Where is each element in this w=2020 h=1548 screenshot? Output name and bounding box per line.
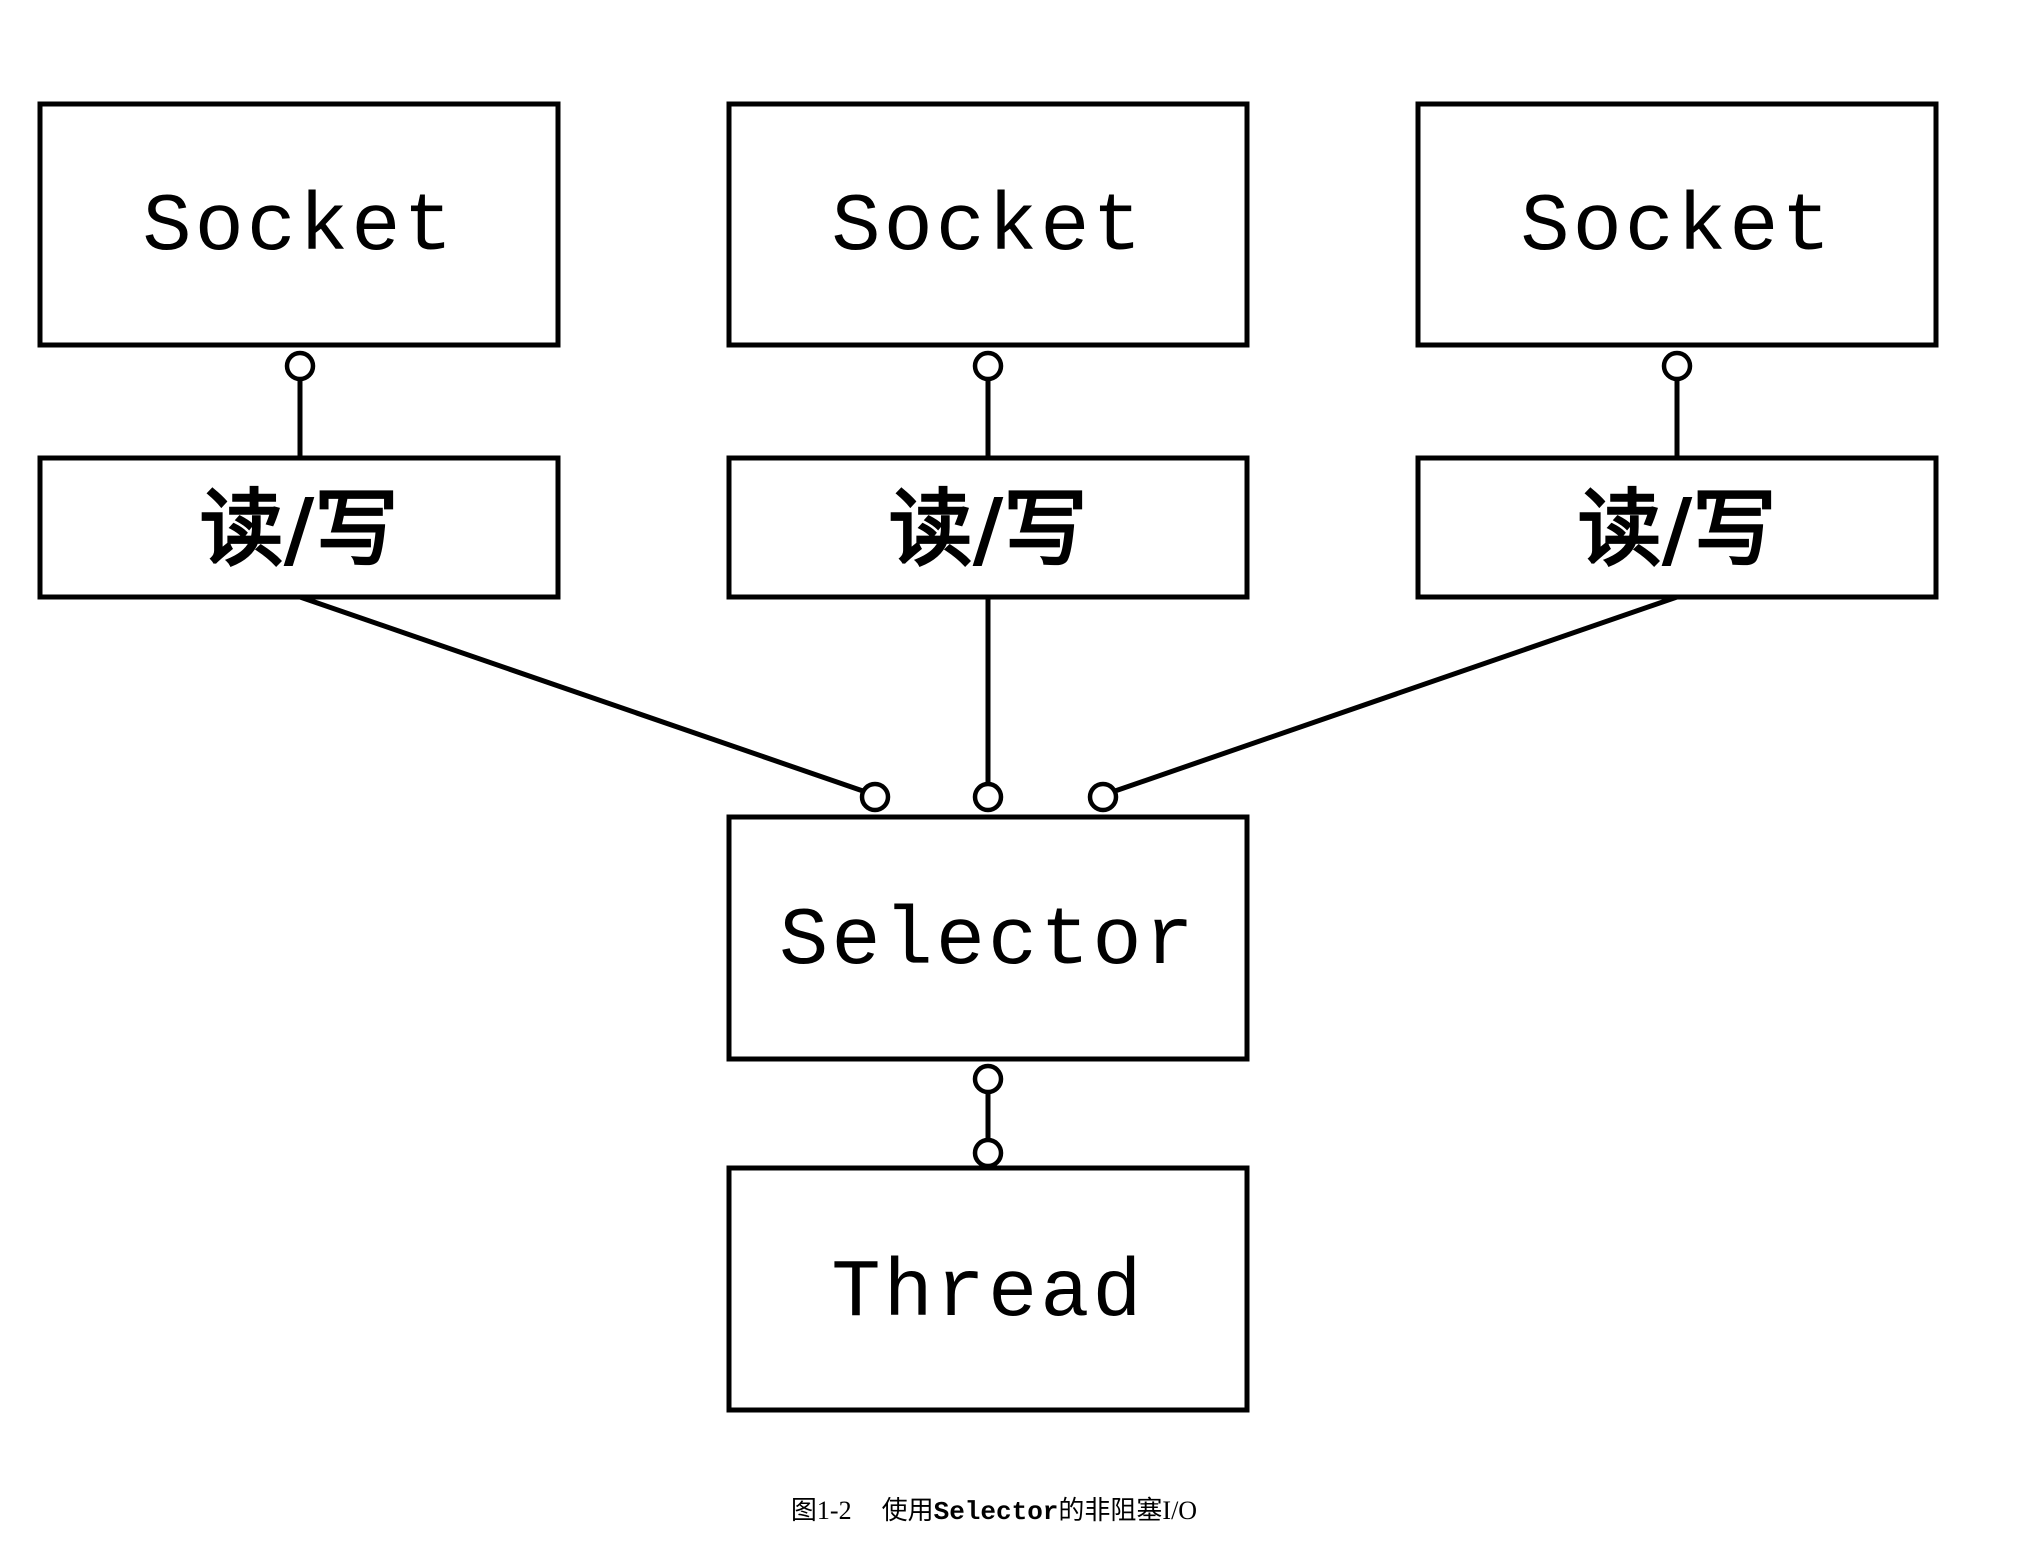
socket-label: Socket <box>831 181 1144 274</box>
read-write-label: 读/写 <box>1578 480 1777 578</box>
connector-port <box>1087 781 1119 813</box>
connector-port <box>972 350 1004 382</box>
read-write-label: 读/写 <box>889 480 1088 578</box>
caption-suffix: 的非阻塞I/O <box>1058 1496 1198 1525</box>
figure-number: 图1-2 <box>790 1496 852 1525</box>
read-write-box-1: 读/写 <box>37 455 561 600</box>
socket-box-1: Socket <box>37 101 561 348</box>
socket-connector-2 <box>972 350 1004 458</box>
socket-label: Socket <box>1520 181 1833 274</box>
connector-port <box>972 1063 1004 1095</box>
selector-connector-2 <box>972 597 1004 813</box>
connector-port <box>284 350 316 382</box>
socket-box-2: Socket <box>726 101 1250 348</box>
thread-label: Thread <box>831 1247 1144 1340</box>
caption-prefix: 使用 <box>881 1496 934 1525</box>
connector-port <box>972 781 1004 813</box>
thread-connector <box>972 1063 1004 1169</box>
connector-port <box>972 1137 1004 1169</box>
thread-box: Thread <box>726 1165 1250 1413</box>
caption-code: Selector <box>933 1497 1059 1527</box>
read-write-label: 读/写 <box>200 480 399 578</box>
selector-box: Selector <box>726 814 1250 1062</box>
connector-port <box>1661 350 1693 382</box>
selector-connector-3 <box>1087 594 1678 813</box>
socket-connector-1 <box>284 350 316 458</box>
connector-port <box>859 781 891 813</box>
selector-connector-1 <box>299 594 891 813</box>
socket-connector-3 <box>1661 350 1693 458</box>
read-write-box-3: 读/写 <box>1415 455 1939 600</box>
socket-box-3: Socket <box>1415 101 1939 348</box>
figure-caption: 图1-2 使用Selector的非阻塞I/O <box>0 1490 1988 1527</box>
read-write-box-2: 读/写 <box>726 455 1250 600</box>
selector-label: Selector <box>779 895 1197 988</box>
socket-label: Socket <box>142 181 455 274</box>
